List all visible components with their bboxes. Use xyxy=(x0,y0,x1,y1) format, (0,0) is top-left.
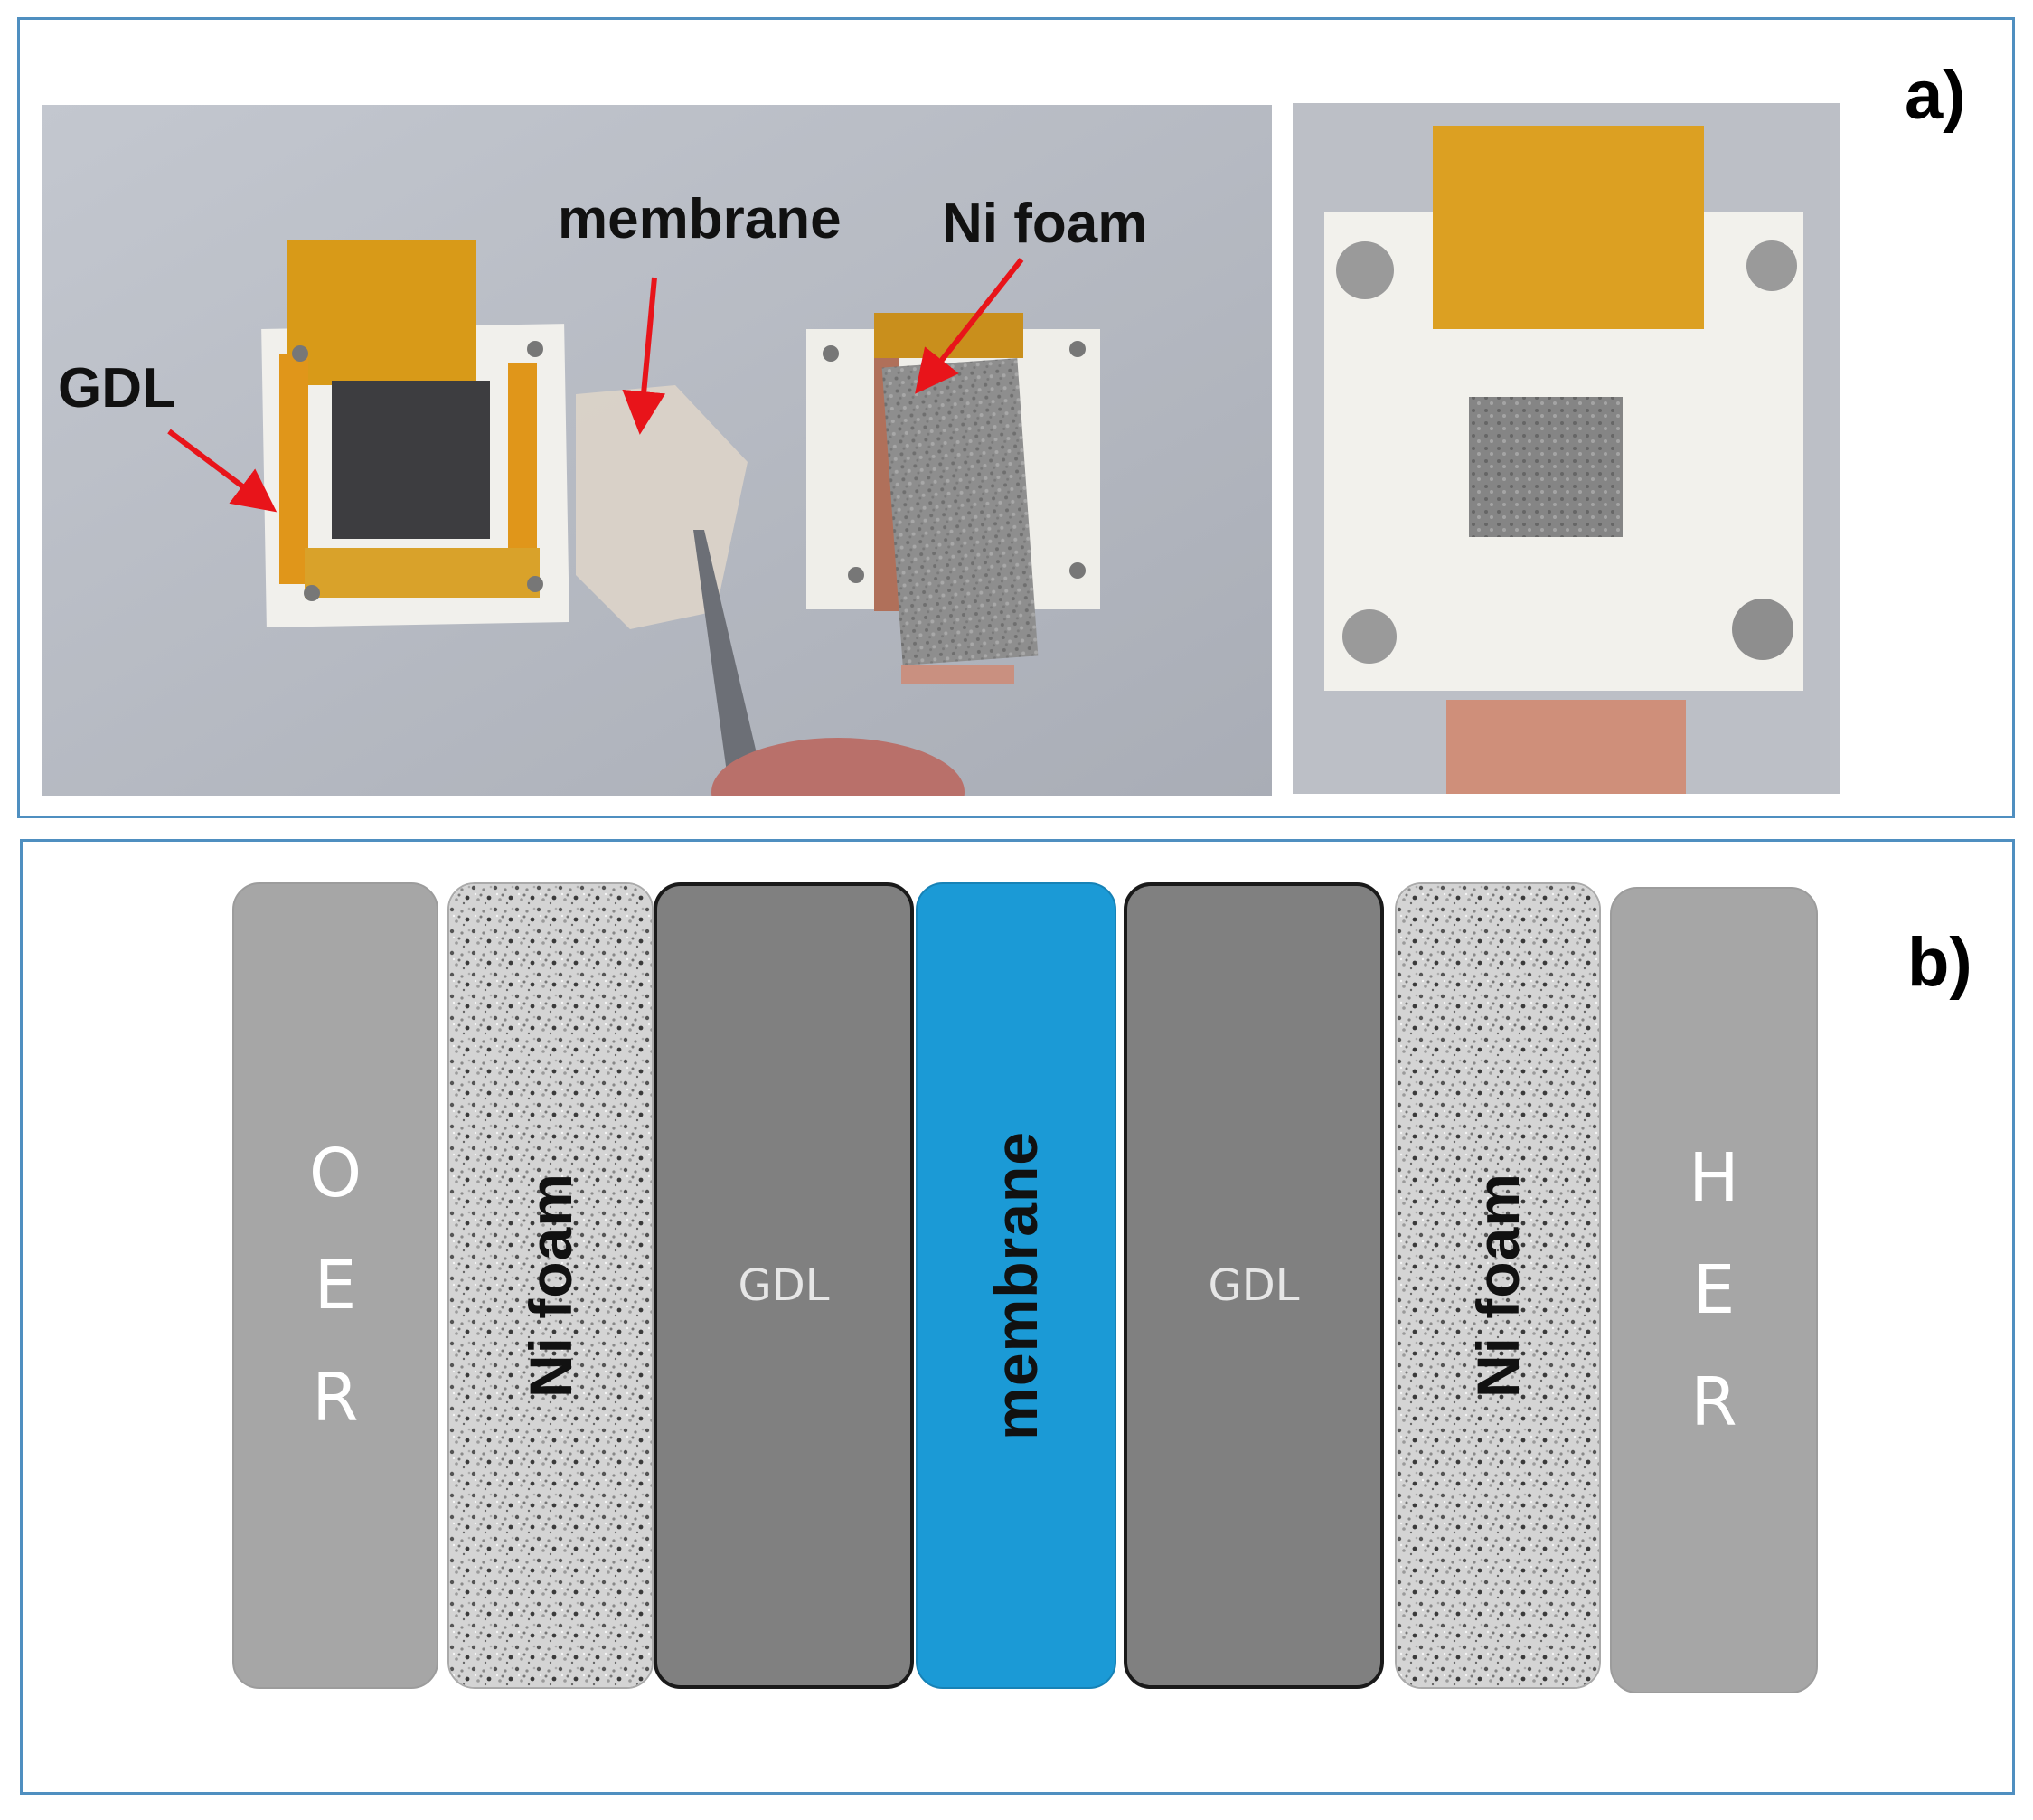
ni-foam-cell-plate xyxy=(806,313,1100,684)
oer-layer: O E R xyxy=(232,882,438,1689)
membrane-callout: membrane xyxy=(558,188,842,250)
ni-foam-layer-left: Ni foam xyxy=(447,882,654,1689)
gdl-right-label: GDL xyxy=(1208,1260,1300,1311)
gdl-layer-left: GDL xyxy=(654,882,914,1689)
panel-a-label: a) xyxy=(1905,57,1966,134)
ni-foam-callout: Ni foam xyxy=(942,193,1148,255)
panel-b: b) O E R xyxy=(20,839,2015,1795)
photo-assembled-cell xyxy=(1293,103,1840,794)
photo-disassembled-cell xyxy=(42,105,1272,796)
ni-foam-left-label: Ni foam xyxy=(517,1173,584,1399)
ni-foam-right-label: Ni foam xyxy=(1464,1173,1531,1399)
her-layer: H E R xyxy=(1610,887,1818,1693)
gdl-left-label: GDL xyxy=(738,1260,830,1311)
gdl-cell-plate xyxy=(261,240,569,627)
her-label: H E R xyxy=(1689,1139,1739,1441)
membrane-label: membrane xyxy=(983,1131,1049,1440)
membrane-layer: membrane xyxy=(916,882,1116,1689)
gdl-layer-right: GDL xyxy=(1124,882,1384,1689)
panel-a: a) xyxy=(17,17,2015,818)
panel-b-label: b) xyxy=(1907,924,1972,1001)
oer-label: O E R xyxy=(308,1135,362,1437)
gdl-callout: GDL xyxy=(58,357,176,420)
ni-foam-layer-right: Ni foam xyxy=(1395,882,1601,1689)
